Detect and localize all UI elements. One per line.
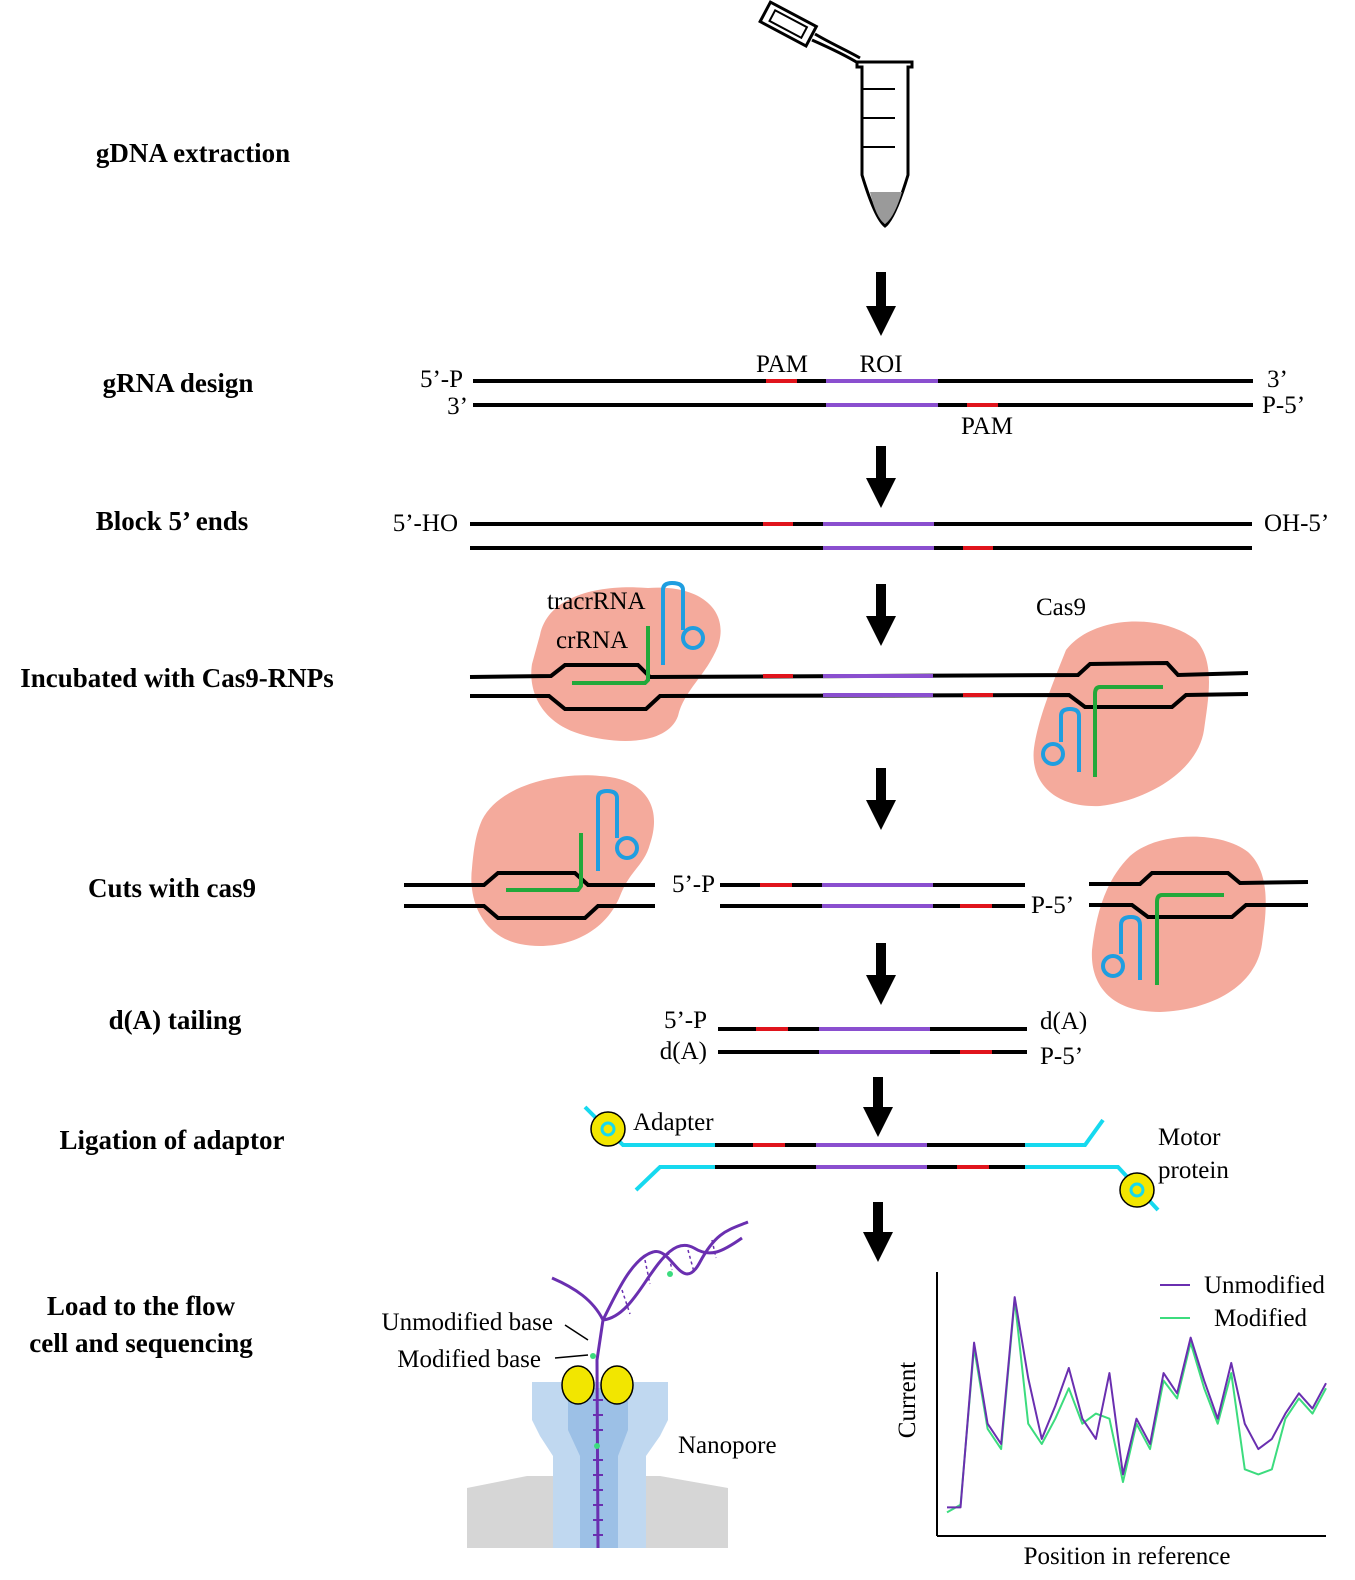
label-pam-bottom: PAM xyxy=(961,413,1013,440)
chart-ylabel: Current xyxy=(894,1362,921,1438)
incubation-step xyxy=(469,580,1249,807)
label-motor-line1: Motor xyxy=(1158,1124,1221,1151)
label-cut-5p: 5’-P xyxy=(672,871,715,898)
label-unmodified-base: Unmodified base xyxy=(382,1309,553,1336)
step-incubated: Incubated with Cas9-RNPs xyxy=(20,663,334,693)
ligation-step xyxy=(583,1105,1160,1212)
arrow-down-icon xyxy=(866,584,896,646)
step-load-line2: cell and sequencing xyxy=(29,1328,253,1358)
nanopore-illustration xyxy=(467,1220,749,1549)
flow-arrows xyxy=(863,272,896,1262)
current-chart: Unmodified Modified Current Position in … xyxy=(894,1272,1327,1570)
label-cut-p5: P-5’ xyxy=(1031,892,1074,919)
label-tail-p5: P-5’ xyxy=(1040,1043,1083,1070)
cas9-blob-cut-left xyxy=(471,775,655,946)
label-tail-da-left: d(A) xyxy=(660,1038,707,1065)
label-3prime-right: 3’ xyxy=(1267,366,1288,393)
label-3prime-left: 3’ xyxy=(447,393,468,420)
arrow-down-icon xyxy=(866,272,896,336)
arrow-down-icon xyxy=(866,768,896,830)
label-oh5: OH-5’ xyxy=(1264,510,1329,537)
label-roi: ROI xyxy=(859,351,902,378)
label-modified-base: Modified base xyxy=(397,1346,541,1373)
label-5p-top: 5’-P xyxy=(420,366,463,393)
series-line-unmodified xyxy=(947,1296,1327,1509)
label-p5-right: P-5’ xyxy=(1262,392,1305,419)
motor-protein-icon xyxy=(1119,1172,1155,1208)
chart-xlabel: Position in reference xyxy=(1024,1543,1231,1570)
grna-design-duplex xyxy=(473,379,1253,407)
step-cuts: Cuts with cas9 xyxy=(88,873,256,903)
label-cas9: Cas9 xyxy=(1036,594,1086,621)
label-pam-top: PAM xyxy=(756,351,808,378)
step-load-line1: Load to the flow xyxy=(47,1291,236,1321)
label-tail-5p: 5’-P xyxy=(664,1007,707,1034)
step-tailing: d(A) tailing xyxy=(109,1005,242,1035)
step-ligation: Ligation of adaptor xyxy=(59,1125,284,1155)
microcentrifuge-tube-icon xyxy=(758,0,914,228)
arrow-down-icon xyxy=(863,1077,893,1137)
label-crrna: crRNA xyxy=(556,627,628,654)
step-gdna-extraction: gDNA extraction xyxy=(96,138,290,168)
motor-protein-icon xyxy=(590,1111,626,1147)
legend-modified: Modified xyxy=(1214,1305,1308,1332)
tailed-duplex xyxy=(718,1027,1027,1054)
step-grna-design: gRNA design xyxy=(103,368,254,398)
arrow-down-icon xyxy=(863,1202,893,1262)
step-block-ends: Block 5’ ends xyxy=(96,506,249,536)
arrow-down-icon xyxy=(866,446,896,508)
arrow-down-icon xyxy=(866,943,896,1005)
label-5ho: 5’-HO xyxy=(393,510,458,537)
blocked-duplex xyxy=(470,522,1252,550)
label-tail-da-right: d(A) xyxy=(1040,1008,1087,1035)
label-adapter: Adapter xyxy=(633,1109,714,1136)
legend-unmodified: Unmodified xyxy=(1204,1272,1325,1299)
label-motor-line2: protein xyxy=(1158,1157,1229,1184)
label-tracrrna: tracrRNA xyxy=(547,588,646,615)
label-nanopore: Nanopore xyxy=(678,1432,777,1459)
cut-step xyxy=(404,775,1309,1012)
cas9-blob-cut-right xyxy=(1091,836,1266,1012)
